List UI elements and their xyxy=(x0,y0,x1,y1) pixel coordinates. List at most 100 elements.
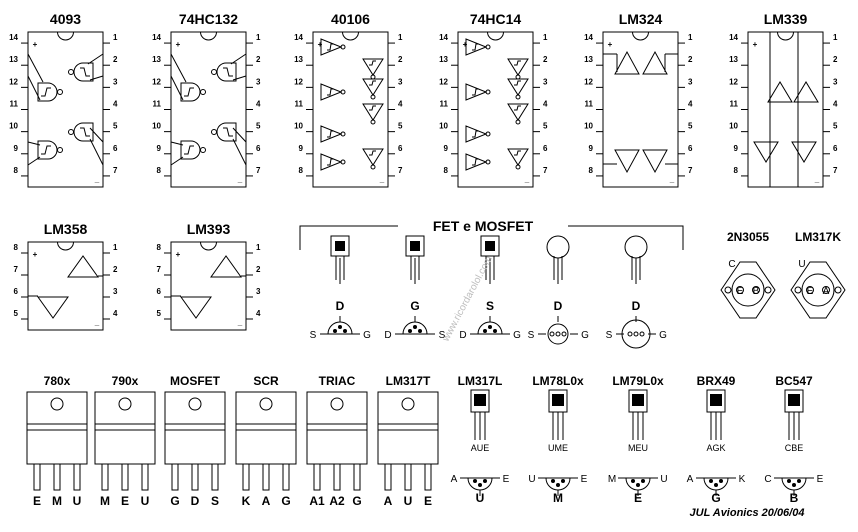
pad xyxy=(797,479,801,483)
pin-label-left: A xyxy=(687,474,694,485)
gnd-mark: _ xyxy=(814,175,820,184)
pin-number: 8 xyxy=(734,166,739,175)
gnd-mark: _ xyxy=(237,318,243,327)
pin-label-left: C xyxy=(764,474,771,485)
body-marking xyxy=(788,394,800,406)
inversion-bubble xyxy=(68,69,74,75)
pad xyxy=(709,479,713,483)
pad xyxy=(633,331,639,337)
inverter-triangle xyxy=(507,103,529,121)
vcc-mark: + xyxy=(33,40,38,49)
to220-body xyxy=(306,423,368,465)
pin-label-bottom: M xyxy=(553,491,563,505)
pin-number: 13 xyxy=(439,55,448,64)
inversion-bubble xyxy=(340,44,346,50)
pad xyxy=(343,329,347,333)
pin-number: 13 xyxy=(9,55,18,64)
inverter-triangle xyxy=(320,38,343,56)
vcc-mark: + xyxy=(608,40,613,49)
ic-name: 4093 xyxy=(50,11,81,27)
pin-number: 1 xyxy=(256,243,261,252)
part-name: TRIAC xyxy=(319,374,356,388)
inverter-triangle xyxy=(507,148,529,166)
inversion-bubble xyxy=(515,119,521,125)
pin-label-right: K xyxy=(739,474,746,485)
pin-label: B xyxy=(753,286,760,297)
pin-label: U xyxy=(141,494,150,508)
pad xyxy=(792,483,796,487)
hysteresis-glyph xyxy=(514,60,521,66)
pad xyxy=(639,331,645,337)
hysteresis-glyph xyxy=(41,87,51,97)
pin-number: 8 xyxy=(157,166,162,175)
pad xyxy=(787,479,791,483)
pin-label-right: E xyxy=(503,474,510,485)
pin-number: 10 xyxy=(294,122,303,131)
wire xyxy=(232,75,247,81)
lead xyxy=(33,463,41,491)
pin-number: 6 xyxy=(157,287,162,296)
to3-flange xyxy=(720,261,776,319)
amplifier-triangle xyxy=(614,50,640,75)
pin-number: 13 xyxy=(729,55,738,64)
lead xyxy=(282,463,290,491)
pin-number: 4 xyxy=(113,100,118,109)
inversion-bubble xyxy=(515,94,521,100)
pin-label: A2 xyxy=(329,494,345,508)
pin-label: A xyxy=(262,494,271,508)
pin-number: 8 xyxy=(444,166,449,175)
pad xyxy=(493,329,497,333)
to220-tab xyxy=(306,391,368,425)
pad xyxy=(556,483,560,487)
inverter-triangle xyxy=(362,148,384,166)
dip-notch xyxy=(342,31,359,41)
pin-label-bottom: G xyxy=(711,491,720,505)
pin-number: 8 xyxy=(14,166,19,175)
pin-number: 13 xyxy=(584,55,593,64)
lead xyxy=(242,463,250,491)
pin-number: 1 xyxy=(113,243,118,252)
pin-number: 3 xyxy=(113,287,118,296)
lead-legend: UME xyxy=(548,443,568,453)
pin-number: 7 xyxy=(14,265,19,274)
amplifier-triangle xyxy=(767,81,793,103)
pin-number: 12 xyxy=(152,77,161,86)
pin-number: 1 xyxy=(256,33,261,42)
pad xyxy=(483,479,487,483)
pad xyxy=(561,331,567,337)
lead xyxy=(262,463,270,491)
pin-label: M xyxy=(100,494,110,508)
pin-number: 11 xyxy=(440,100,449,109)
to3-can xyxy=(731,273,765,307)
pin-number: 11 xyxy=(295,100,304,109)
ic-name: LM358 xyxy=(44,221,88,237)
pin-number: 6 xyxy=(256,144,261,153)
pin-number: 4 xyxy=(256,100,261,109)
pin-number: 5 xyxy=(256,122,261,131)
pin-number: 3 xyxy=(833,77,838,86)
inversion-bubble xyxy=(485,159,491,165)
pin-label-left: S xyxy=(528,330,535,341)
lead xyxy=(353,463,361,491)
body-marking xyxy=(410,241,420,251)
pad xyxy=(478,483,482,487)
pin-number: 14 xyxy=(729,33,738,42)
lead-legend: MEU xyxy=(628,443,648,453)
pin-label-left: S xyxy=(606,330,613,341)
pinout-footprint xyxy=(621,319,651,349)
pinout-footprint xyxy=(547,323,569,345)
pin-label: A1 xyxy=(309,494,325,508)
amplifier-triangle xyxy=(642,50,668,75)
pin-number: 6 xyxy=(833,144,838,153)
pin-number: 3 xyxy=(688,77,693,86)
hysteresis-glyph xyxy=(472,158,479,166)
